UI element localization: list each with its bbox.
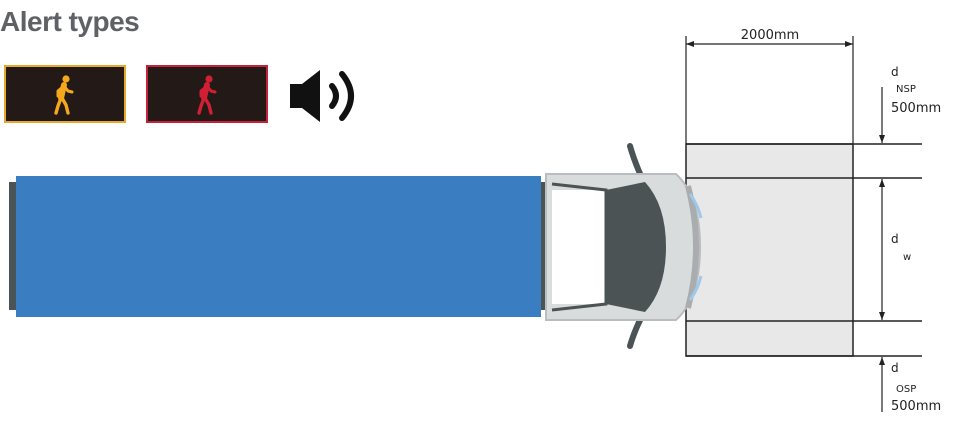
trailer-rear-bar	[9, 182, 19, 310]
coupling	[541, 182, 547, 310]
headlight-top	[688, 193, 703, 219]
mirror-bottom	[627, 315, 644, 349]
headlight-bottom	[688, 275, 703, 301]
nsp-sub-label: NSP	[896, 84, 916, 95]
width-label: 2000mm	[741, 28, 799, 43]
nsp-d-label: d	[891, 65, 899, 79]
pedestrian-alert-amber	[4, 65, 126, 123]
osp-value-label: 500mm	[891, 399, 941, 414]
mirror-top	[627, 143, 644, 179]
width-dimension	[685, 36, 854, 144]
w-d-label: d	[891, 232, 899, 246]
osp-sub-label: OSP	[896, 384, 916, 395]
page-title: Alert types	[0, 6, 140, 37]
walking-person-icon	[54, 75, 74, 115]
nsp-value-label: 500mm	[891, 101, 941, 116]
zone-boundaries	[686, 143, 922, 357]
windshield	[606, 182, 666, 312]
detection-zone	[685, 143, 854, 357]
trailer-body	[16, 176, 541, 317]
osp-d-label: d	[891, 361, 899, 375]
truck-cab	[545, 143, 703, 349]
pedestrian-alert-red	[146, 65, 268, 123]
walking-person-icon	[197, 75, 217, 115]
speaker-sound-icon	[290, 70, 354, 122]
w-sub-label: w	[903, 252, 911, 263]
